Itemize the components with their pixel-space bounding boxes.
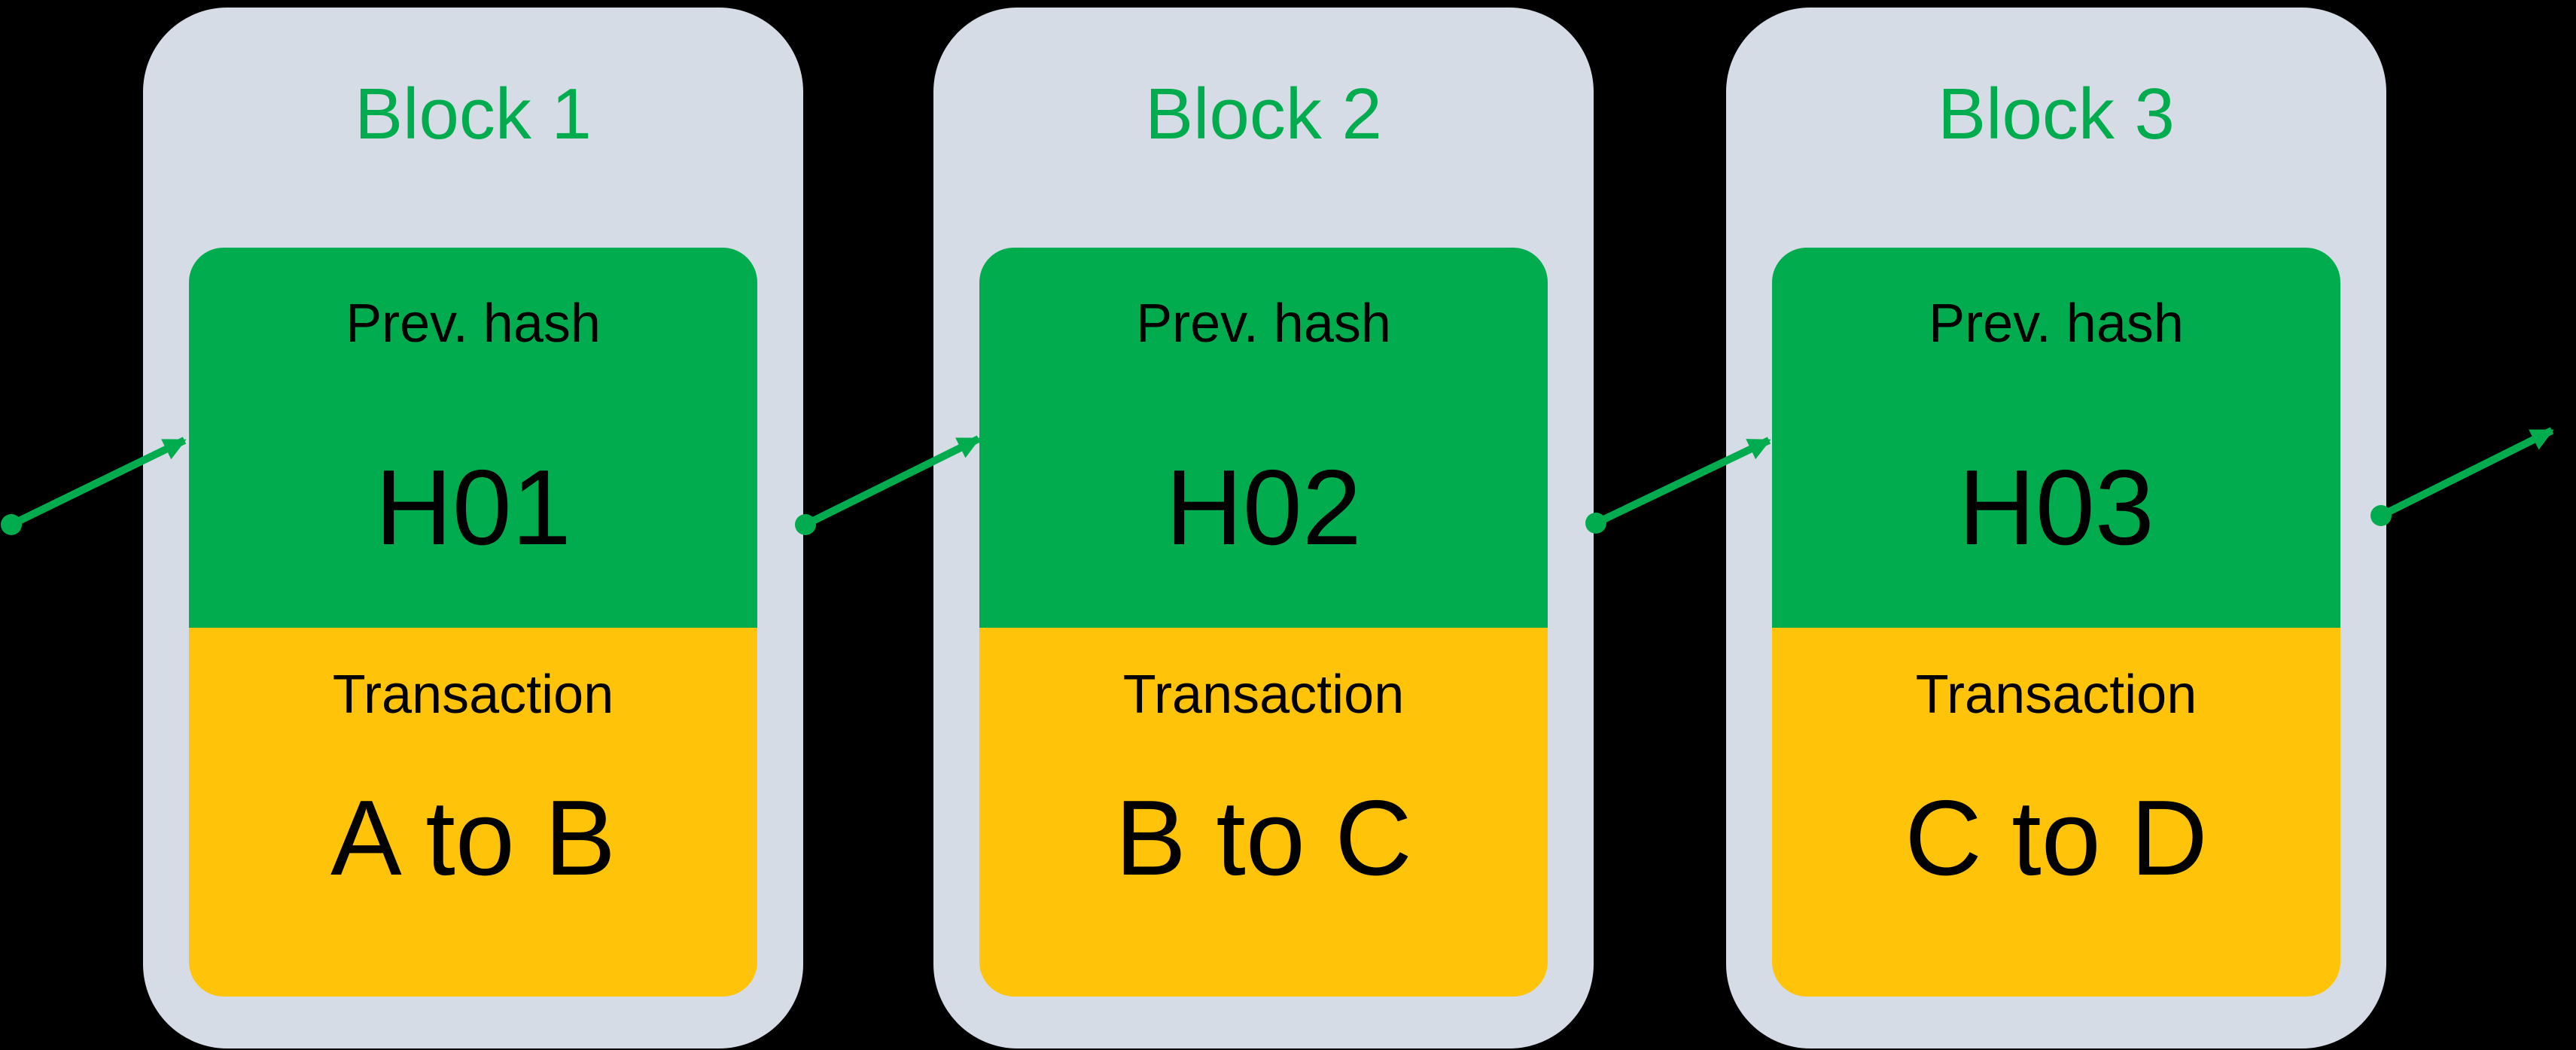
block-3-prev-hash-section: Prev. hash H03 <box>1772 248 2340 628</box>
block-2-transaction-value: B to C <box>1115 778 1412 898</box>
block-3-hash-value: H03 <box>1958 447 2154 568</box>
block-1-title: Block 1 <box>355 74 592 154</box>
block-1-card: Prev. hash H01 Transaction A to B <box>189 248 757 997</box>
chain-arrow-block-2-to-3 <box>1585 437 1771 534</box>
block-1-container: Block 1 Prev. hash H01 Transaction A to … <box>143 8 803 1048</box>
block-2-card: Prev. hash H02 Transaction B to C <box>979 248 1548 997</box>
block-3-container: Block 3 Prev. hash H03 Transaction C to … <box>1726 8 2386 1048</box>
chain-arrow-into-block-1 <box>1 437 187 535</box>
block-2-transaction-label: Transaction <box>1122 665 1405 726</box>
block-2-prev-hash-section: Prev. hash H02 <box>979 248 1548 628</box>
block-3-transaction-section: Transaction C to D <box>1772 628 2340 997</box>
block-3-card: Prev. hash H03 Transaction C to D <box>1772 248 2340 997</box>
arrow-line <box>1594 437 1771 527</box>
block-1-prev-hash-label: Prev. hash <box>346 294 601 355</box>
block-2-prev-hash-label: Prev. hash <box>1136 294 1391 355</box>
arrow-line <box>2379 427 2554 519</box>
block-3-transaction-label: Transaction <box>1915 665 2197 726</box>
chain-arrow-out-of-block-3 <box>2370 427 2554 526</box>
block-1-transaction-section: Transaction A to B <box>189 628 757 997</box>
block-2-title: Block 2 <box>1145 74 1382 154</box>
block-3-title: Block 3 <box>1938 74 2175 154</box>
block-2-container: Block 2 Prev. hash H02 Transaction B to … <box>933 8 1594 1048</box>
block-1-transaction-value: A to B <box>330 778 616 898</box>
block-1-prev-hash-section: Prev. hash H01 <box>189 248 757 628</box>
block-1-transaction-label: Transaction <box>332 665 614 726</box>
block-2-hash-value: H02 <box>1165 447 1362 568</box>
block-2-transaction-section: Transaction B to C <box>979 628 1548 997</box>
block-1-hash-value: H01 <box>375 447 571 568</box>
arrow-line <box>803 435 981 528</box>
arrow-line <box>9 437 187 528</box>
block-3-prev-hash-label: Prev. hash <box>1929 294 2184 355</box>
block-3-transaction-value: C to D <box>1905 778 2208 898</box>
chain-arrow-block-1-to-2 <box>795 435 981 535</box>
